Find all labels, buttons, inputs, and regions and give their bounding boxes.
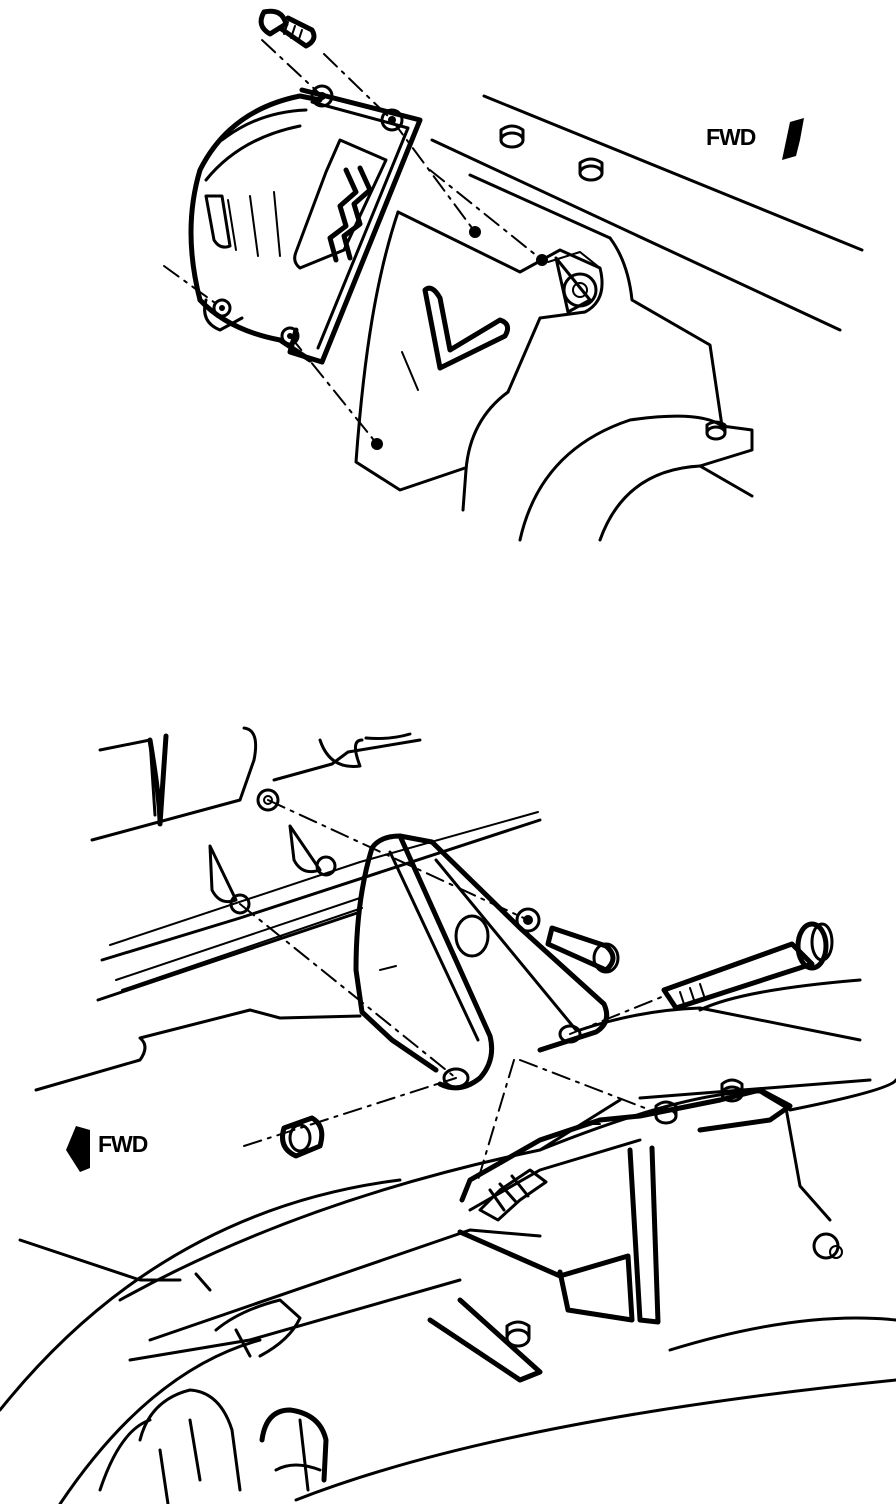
bottom-mount-bracket <box>353 833 610 1091</box>
top-frame-nut <box>499 124 525 149</box>
top-view: FWD <box>163 8 864 542</box>
bottom-alignment-line <box>569 995 665 1035</box>
fwd-arrow-icon <box>782 118 804 160</box>
top-alignment-line <box>261 39 323 97</box>
top-frame-nut <box>705 420 727 441</box>
bottom-engine-stud <box>208 844 251 915</box>
bottom-frame-nut <box>720 1078 744 1103</box>
fwd-arrow-icon <box>66 1126 90 1172</box>
bottom-through-bolt <box>661 921 834 1011</box>
top-mount-hole <box>371 438 383 450</box>
bottom-lower-structure <box>98 1298 896 1504</box>
bottom-view: FWD <box>0 726 896 1504</box>
bottom-engine-stud <box>288 824 337 877</box>
bottom-frame-nut <box>654 1100 678 1125</box>
top-alignment-line <box>323 53 393 121</box>
bottom-frame-nut <box>812 1232 843 1260</box>
bottom-frame-bracket <box>427 1087 832 1383</box>
bottom-alignment-line <box>243 1077 457 1147</box>
bottom-frame-nut <box>505 1320 531 1348</box>
bottom-engine-stud <box>256 788 280 812</box>
top-frame-nut <box>578 157 604 182</box>
bottom-alignment-line <box>239 903 457 1079</box>
bottom-fwd-label: FWD <box>98 1131 148 1157</box>
top-engine-mount <box>188 84 423 365</box>
top-mount-bolt <box>258 8 317 49</box>
bottom-alignment-line <box>477 1059 515 1181</box>
top-frame-rail <box>430 94 864 498</box>
top-alignment-line <box>391 119 476 233</box>
top-fwd-label: FWD <box>706 124 756 150</box>
top-frame-bracket <box>354 210 724 542</box>
top-mount-hole <box>469 226 481 238</box>
bottom-engine-block <box>34 726 862 1092</box>
top-alignment-line <box>429 169 543 261</box>
top-alignment-line <box>289 335 378 445</box>
bottom-alignment-line <box>267 799 529 921</box>
top-alignment-line <box>163 265 223 309</box>
bottom-alignment-line <box>519 1059 651 1111</box>
